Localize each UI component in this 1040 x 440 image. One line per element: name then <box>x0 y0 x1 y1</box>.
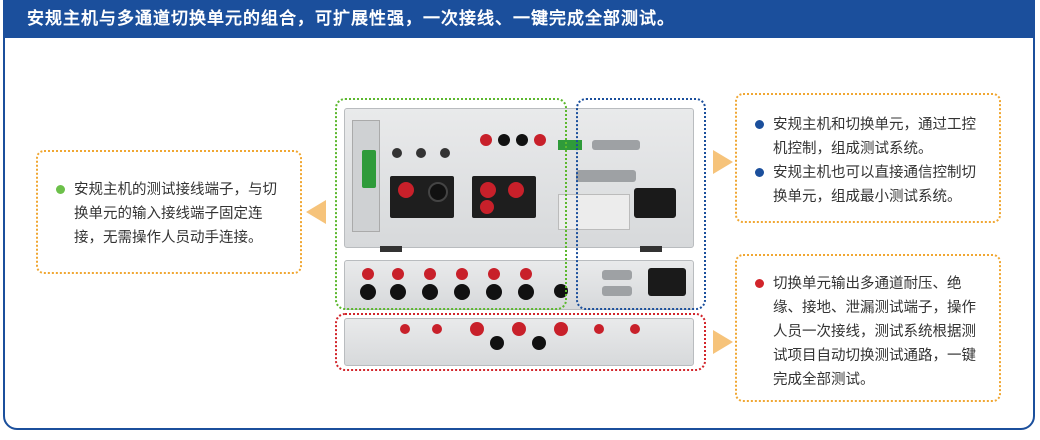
note-right-bottom: 切换单元输出多通道耐压、绝缘、接地、泄漏测试端子，操作人员一次接线，测试系统根据… <box>735 254 1001 402</box>
red-post-icon <box>362 268 374 280</box>
red-post-icon <box>534 134 546 146</box>
red-post-icon <box>594 324 604 334</box>
black-post-icon <box>516 134 528 146</box>
power-socket-icon <box>634 188 676 218</box>
arrow-right-bottom-icon <box>713 330 733 354</box>
green-connector-icon <box>362 150 376 188</box>
red-post-icon <box>400 324 410 334</box>
green-terminal-strip-icon <box>558 140 582 150</box>
db-port-icon <box>592 140 640 150</box>
black-post-icon <box>532 336 546 350</box>
knob-icon <box>440 148 450 158</box>
red-post-icon <box>456 268 468 280</box>
host-terminal-selection <box>335 98 567 310</box>
foot <box>380 246 402 252</box>
note-right-top-item-2: 安规主机也可以直接通信控制切换单元，组成最小测试系统。 <box>755 161 987 209</box>
black-post-icon <box>428 182 448 202</box>
note-right-bottom-text: 切换单元输出多通道耐压、绝缘、接地、泄漏测试端子，操作人员一次接线，测试系统根据… <box>755 272 987 392</box>
bullet-blue-icon <box>755 168 764 177</box>
black-post-icon <box>498 134 510 146</box>
black-post-icon <box>360 284 376 300</box>
knob-icon <box>392 148 402 158</box>
bullet-red-icon <box>755 279 764 288</box>
black-post-icon <box>554 284 568 298</box>
black-post-icon <box>518 284 534 300</box>
black-post-icon <box>486 284 502 300</box>
note-right-top: 安规主机和切换单元，通过工控机控制，组成测试系统。 安规主机也可以直接通信控制切… <box>735 93 1001 223</box>
red-post-icon <box>554 322 568 336</box>
black-post-icon <box>454 284 470 300</box>
black-post-icon <box>490 336 504 350</box>
content-frame <box>3 0 1035 430</box>
arrow-left-icon <box>306 200 326 224</box>
db-port-icon <box>602 270 632 280</box>
power-socket-icon <box>648 268 686 296</box>
arrow-right-top-icon <box>713 150 733 174</box>
banner-title: 安规主机与多通道切换单元的组合，可扩展性强，一次接线、一键完成全部测试。 <box>27 9 675 29</box>
red-post-icon <box>508 182 524 198</box>
black-post-icon <box>390 284 406 300</box>
db-port-icon <box>576 170 636 182</box>
title-banner: 安规主机与多通道切换单元的组合，可扩展性强，一次接线、一键完成全部测试。 <box>3 0 1035 38</box>
red-post-icon <box>512 322 526 336</box>
label-sticker <box>558 194 630 230</box>
red-post-icon <box>480 134 492 146</box>
red-post-icon <box>480 182 496 198</box>
red-post-icon <box>470 322 484 336</box>
red-post-icon <box>520 268 532 280</box>
control-selection <box>576 98 706 310</box>
red-post-icon <box>424 268 436 280</box>
red-post-icon <box>488 268 500 280</box>
note-right-top-item-1: 安规主机和切换单元，通过工控机控制，组成测试系统。 <box>755 113 987 161</box>
red-post-icon <box>398 182 414 198</box>
red-post-icon <box>392 268 404 280</box>
red-post-icon <box>480 200 494 214</box>
bullet-green-icon <box>56 185 65 194</box>
red-post-icon <box>432 324 442 334</box>
output-selection <box>335 313 706 371</box>
note-left: 安规主机的测试接线端子，与切换单元的输入接线端子固定连接，无需操作人员动手连接。 <box>36 150 302 274</box>
red-post-icon <box>630 324 640 334</box>
note-left-text: 安规主机的测试接线端子，与切换单元的输入接线端子固定连接，无需操作人员动手连接。 <box>56 178 288 250</box>
foot <box>640 246 662 252</box>
device-illustration <box>340 100 702 372</box>
bullet-blue-icon <box>755 120 764 129</box>
knob-icon <box>416 148 426 158</box>
black-post-icon <box>422 284 438 300</box>
db-port-icon <box>602 286 632 296</box>
